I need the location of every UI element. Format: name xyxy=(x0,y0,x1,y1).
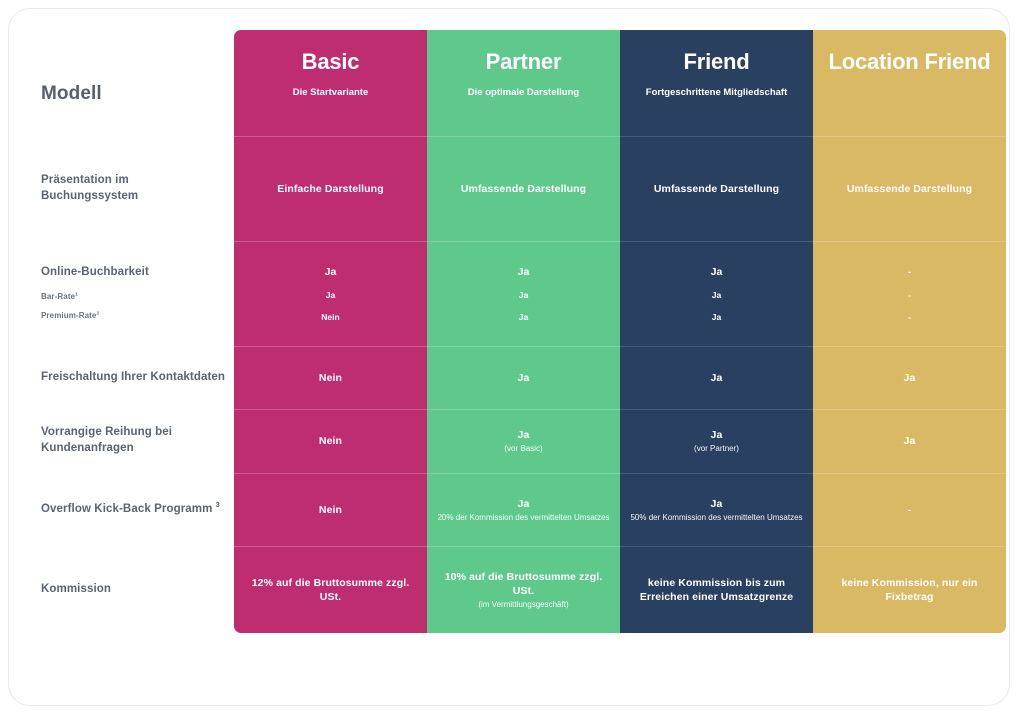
row-label-freischaltung: Freischaltung Ihrer Kontaktdaten xyxy=(41,370,226,383)
row-label-overflow-kickback: Overflow Kick-Back Programm 3 xyxy=(41,501,220,516)
table-row: Overflow Kick-Back Programm 3 Nein Ja 20… xyxy=(41,473,1024,546)
cell-overflow-location-friend: - xyxy=(813,473,1006,546)
plan-title-partner: Partner xyxy=(485,49,562,74)
table-row: Freischaltung Ihrer Kontaktdaten Nein Ja… xyxy=(41,346,1024,409)
cell-vorrangig-location-friend: Ja xyxy=(813,409,1006,473)
cell-online-basic: Ja Ja Nein xyxy=(234,241,427,346)
plan-subtitle-friend: Fortgeschrittene Mitgliedschaft xyxy=(645,86,788,98)
table-row: Präsentation im Buchungssystem Einfache … xyxy=(41,136,1024,241)
table-row: Online-Buchbarkeit Bar-Rate1 Premium-Rat… xyxy=(41,241,1024,346)
row-sublabel-premium-rate: Premium-Rate2 xyxy=(41,311,100,321)
table-row: Vorrangige Reihung bei Kundenanfragen Ne… xyxy=(41,409,1024,473)
page-title: Modell xyxy=(41,83,102,105)
header-cell-friend: Friend Fortgeschrittene Mitgliedschaft xyxy=(620,30,813,136)
comparison-card: Modell Basic Die Startvariante Partner D… xyxy=(8,8,1010,706)
plan-title-basic: Basic xyxy=(301,49,360,74)
table-header-row: Modell Basic Die Startvariante Partner D… xyxy=(41,30,1024,136)
plan-subtitle-basic: Die Startvariante xyxy=(292,86,369,98)
plan-title-location-friend: Location Friend xyxy=(828,49,991,74)
cell-kommission-friend: keine Kommission bis zum Erreichen einer… xyxy=(620,546,813,633)
table-title-cell: Modell xyxy=(41,30,234,136)
cell-praesentation-friend: Umfassende Darstellung xyxy=(620,136,813,241)
cell-freischaltung-basic: Nein xyxy=(234,346,427,409)
header-cell-basic: Basic Die Startvariante xyxy=(234,30,427,136)
cell-praesentation-partner: Umfassende Darstellung xyxy=(427,136,620,241)
cell-kommission-basic: 12% auf die Bruttosumme zzgl. USt. xyxy=(234,546,427,633)
cell-vorrangig-partner: Ja (vor Basic) xyxy=(427,409,620,473)
cell-freischaltung-location-friend: Ja xyxy=(813,346,1006,409)
cell-vorrangig-friend: Ja (vor Partner) xyxy=(620,409,813,473)
pricing-comparison-table: Modell Basic Die Startvariante Partner D… xyxy=(41,30,1024,633)
cell-kommission-location-friend: keine Kommission, nur ein Fixbetrag xyxy=(813,546,1006,633)
cell-kommission-partner: 10% auf die Bruttosumme zzgl. USt. (im V… xyxy=(427,546,620,633)
cell-praesentation-location-friend: Umfassende Darstellung xyxy=(813,136,1006,241)
cell-overflow-basic: Nein xyxy=(234,473,427,546)
cell-overflow-partner: Ja 20% der Kommission des vermittelten U… xyxy=(427,473,620,546)
row-label-praesentation: Präsentation im Buchungssystem xyxy=(41,173,139,202)
row-label-online-buchbarkeit: Online-Buchbarkeit Bar-Rate1 Premium-Rat… xyxy=(41,241,234,346)
row-label-vorrangige-reihung: Vorrangige Reihung bei Kundenanfragen xyxy=(41,426,173,454)
table-row: Kommission 12% auf die Bruttosumme zzgl.… xyxy=(41,546,1024,633)
cell-online-partner: Ja Ja Ja xyxy=(427,241,620,346)
cell-freischaltung-friend: Ja xyxy=(620,346,813,409)
plan-subtitle-partner: Die optimale Darstellung xyxy=(467,86,580,98)
row-sublabel-bar-rate: Bar-Rate1 xyxy=(41,291,79,301)
cell-freischaltung-partner: Ja xyxy=(427,346,620,409)
header-cell-partner: Partner Die optimale Darstellung xyxy=(427,30,620,136)
cell-overflow-friend: Ja 50% der Kommission des vermittelten U… xyxy=(620,473,813,546)
header-cell-location-friend: Location Friend xyxy=(813,30,1006,136)
cell-praesentation-basic: Einfache Darstellung xyxy=(234,136,427,241)
row-label-kommission: Kommission xyxy=(41,582,112,595)
cell-online-location-friend: - - - xyxy=(813,241,1006,346)
cell-online-friend: Ja Ja Ja xyxy=(620,241,813,346)
cell-vorrangig-basic: Nein xyxy=(234,409,427,473)
plan-title-friend: Friend xyxy=(683,49,750,74)
